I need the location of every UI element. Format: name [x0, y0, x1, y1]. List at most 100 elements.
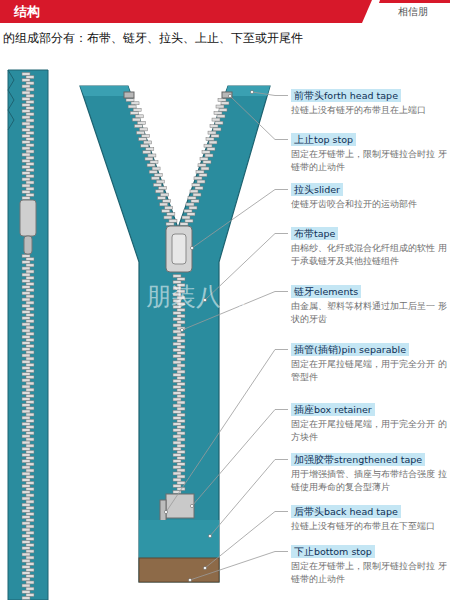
part-heading: 拉头slider [291, 183, 343, 196]
tooth [22, 97, 30, 100]
tooth [26, 575, 34, 578]
tooth [26, 193, 34, 196]
tooth [173, 398, 181, 401]
leader-line [210, 460, 288, 537]
leader-dot [228, 94, 231, 97]
tooth [26, 382, 34, 385]
strengthened-tape [139, 520, 219, 558]
tooth [22, 522, 30, 525]
tooth [177, 278, 185, 281]
tooth [26, 76, 34, 79]
tooth [26, 119, 34, 122]
tooth [190, 190, 198, 193]
tooth [26, 419, 34, 422]
tape-edge [8, 70, 14, 130]
tooth [26, 144, 34, 147]
tooth [26, 357, 34, 360]
tooth [173, 355, 181, 358]
leader-dot [250, 90, 253, 93]
tooth [22, 385, 30, 388]
tooth [26, 376, 34, 379]
tooth [177, 383, 185, 386]
callout-entry: 上止top stop固定在牙链带上，限制牙链拉合时拉 牙链带的止动件 [291, 128, 447, 174]
header-tab-text: 相信朋 [398, 5, 428, 18]
tooth [177, 432, 185, 435]
tooth [177, 376, 185, 379]
header-bar [0, 0, 450, 23]
tooth [177, 463, 185, 466]
tooth [26, 525, 34, 528]
tooth [26, 587, 34, 590]
tooth [22, 190, 30, 193]
tooth [26, 345, 34, 348]
tooth [173, 447, 181, 450]
tooth [26, 537, 34, 540]
leader-dot [180, 328, 183, 331]
leader-dot [190, 246, 193, 249]
top-stop [222, 92, 232, 98]
tooth [22, 255, 30, 258]
tooth [22, 323, 30, 326]
tooth [22, 541, 30, 544]
tooth [22, 153, 30, 156]
part-description: 拉链上没有链牙的布带且在下至端口 [291, 520, 447, 533]
tooth [22, 79, 30, 82]
tooth [143, 151, 151, 154]
tooth [26, 438, 34, 441]
tooth [26, 500, 34, 503]
tooth [22, 166, 30, 169]
callout-entry: 插座box retainer固定在开尾拉链尾端，用于完全分开 的方块件 [291, 398, 447, 444]
tooth [177, 345, 185, 348]
leader-line [192, 190, 288, 249]
tooth [22, 398, 30, 401]
leader-line [166, 350, 288, 513]
tooth [22, 466, 30, 469]
tooth [26, 457, 34, 460]
tooth [154, 174, 162, 177]
tooth [158, 187, 166, 190]
tooth [152, 167, 160, 170]
tooth [173, 423, 181, 426]
tooth [211, 134, 219, 137]
tooth [26, 432, 34, 435]
tooth [173, 312, 181, 315]
tooth [204, 144, 212, 147]
tooth [156, 180, 164, 183]
tooth [26, 388, 34, 391]
slider-pull [172, 234, 186, 264]
tooth [177, 420, 185, 423]
tooth [177, 364, 185, 367]
tooth [22, 91, 30, 94]
tooth [22, 491, 30, 494]
tooth [26, 156, 34, 159]
tooth [142, 134, 150, 137]
tooth [186, 203, 194, 206]
callout-entry: 前带头forth head tape拉链上没有链牙的布带且在上端口 [291, 84, 447, 117]
tooth [26, 295, 34, 298]
tooth [22, 298, 30, 301]
tooth [173, 410, 181, 413]
tooth [173, 416, 181, 419]
tooth [22, 565, 30, 568]
tooth [22, 497, 30, 500]
tooth [26, 593, 34, 596]
callout-entry: 链牙elements由金属、塑料等材料通过加工后呈一 形状的牙齿 [291, 280, 447, 326]
part-heading: 前带头forth head tape [291, 89, 401, 102]
tooth [22, 184, 30, 187]
tooth [26, 326, 34, 329]
tooth [210, 125, 218, 128]
tooth [26, 519, 34, 522]
tooth [133, 108, 141, 111]
tooth [26, 138, 34, 141]
tooth [195, 187, 203, 190]
tooth [161, 193, 169, 196]
tooth [22, 110, 30, 113]
tooth [173, 330, 181, 333]
tooth [26, 556, 34, 559]
tooth [173, 435, 181, 438]
tooth [173, 349, 181, 352]
tooth [177, 401, 185, 404]
tooth [191, 200, 199, 203]
tooth [188, 196, 196, 199]
tooth [146, 147, 154, 150]
